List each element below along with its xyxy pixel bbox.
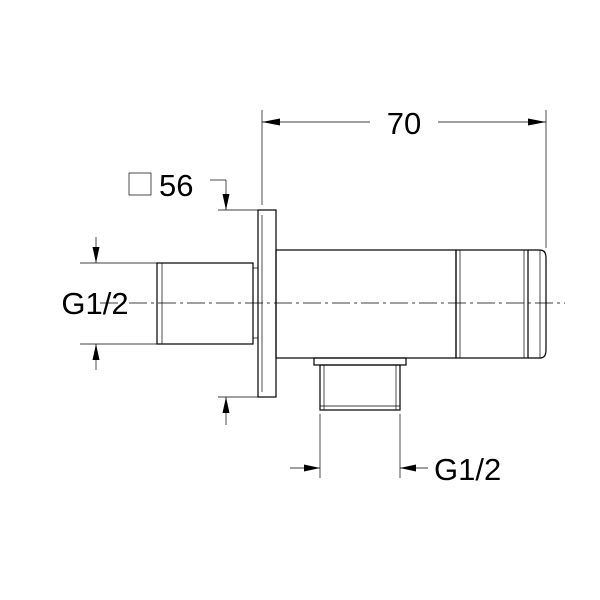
valve-handle (455, 249, 529, 359)
valve-body (275, 249, 457, 359)
dimension-outlet-thread: G1/2 (290, 414, 501, 487)
handle-end-cap (528, 249, 547, 359)
dimension-flange-square: 56 (128, 168, 258, 425)
outlet-pipe (319, 364, 401, 411)
square-symbol (128, 172, 152, 196)
outlet-thread-label: G1/2 (434, 452, 501, 487)
inlet-thread-label: G1/2 (61, 286, 128, 321)
flange-plate (257, 209, 277, 398)
outlet-collar (313, 357, 407, 366)
inlet-pipe (156, 262, 254, 345)
overall-length-label: 70 (387, 106, 421, 141)
flange-square-label: 56 (159, 168, 193, 203)
dimension-overall-length: 70 (261, 106, 547, 248)
dimension-inlet-thread: G1/2 (61, 237, 157, 370)
